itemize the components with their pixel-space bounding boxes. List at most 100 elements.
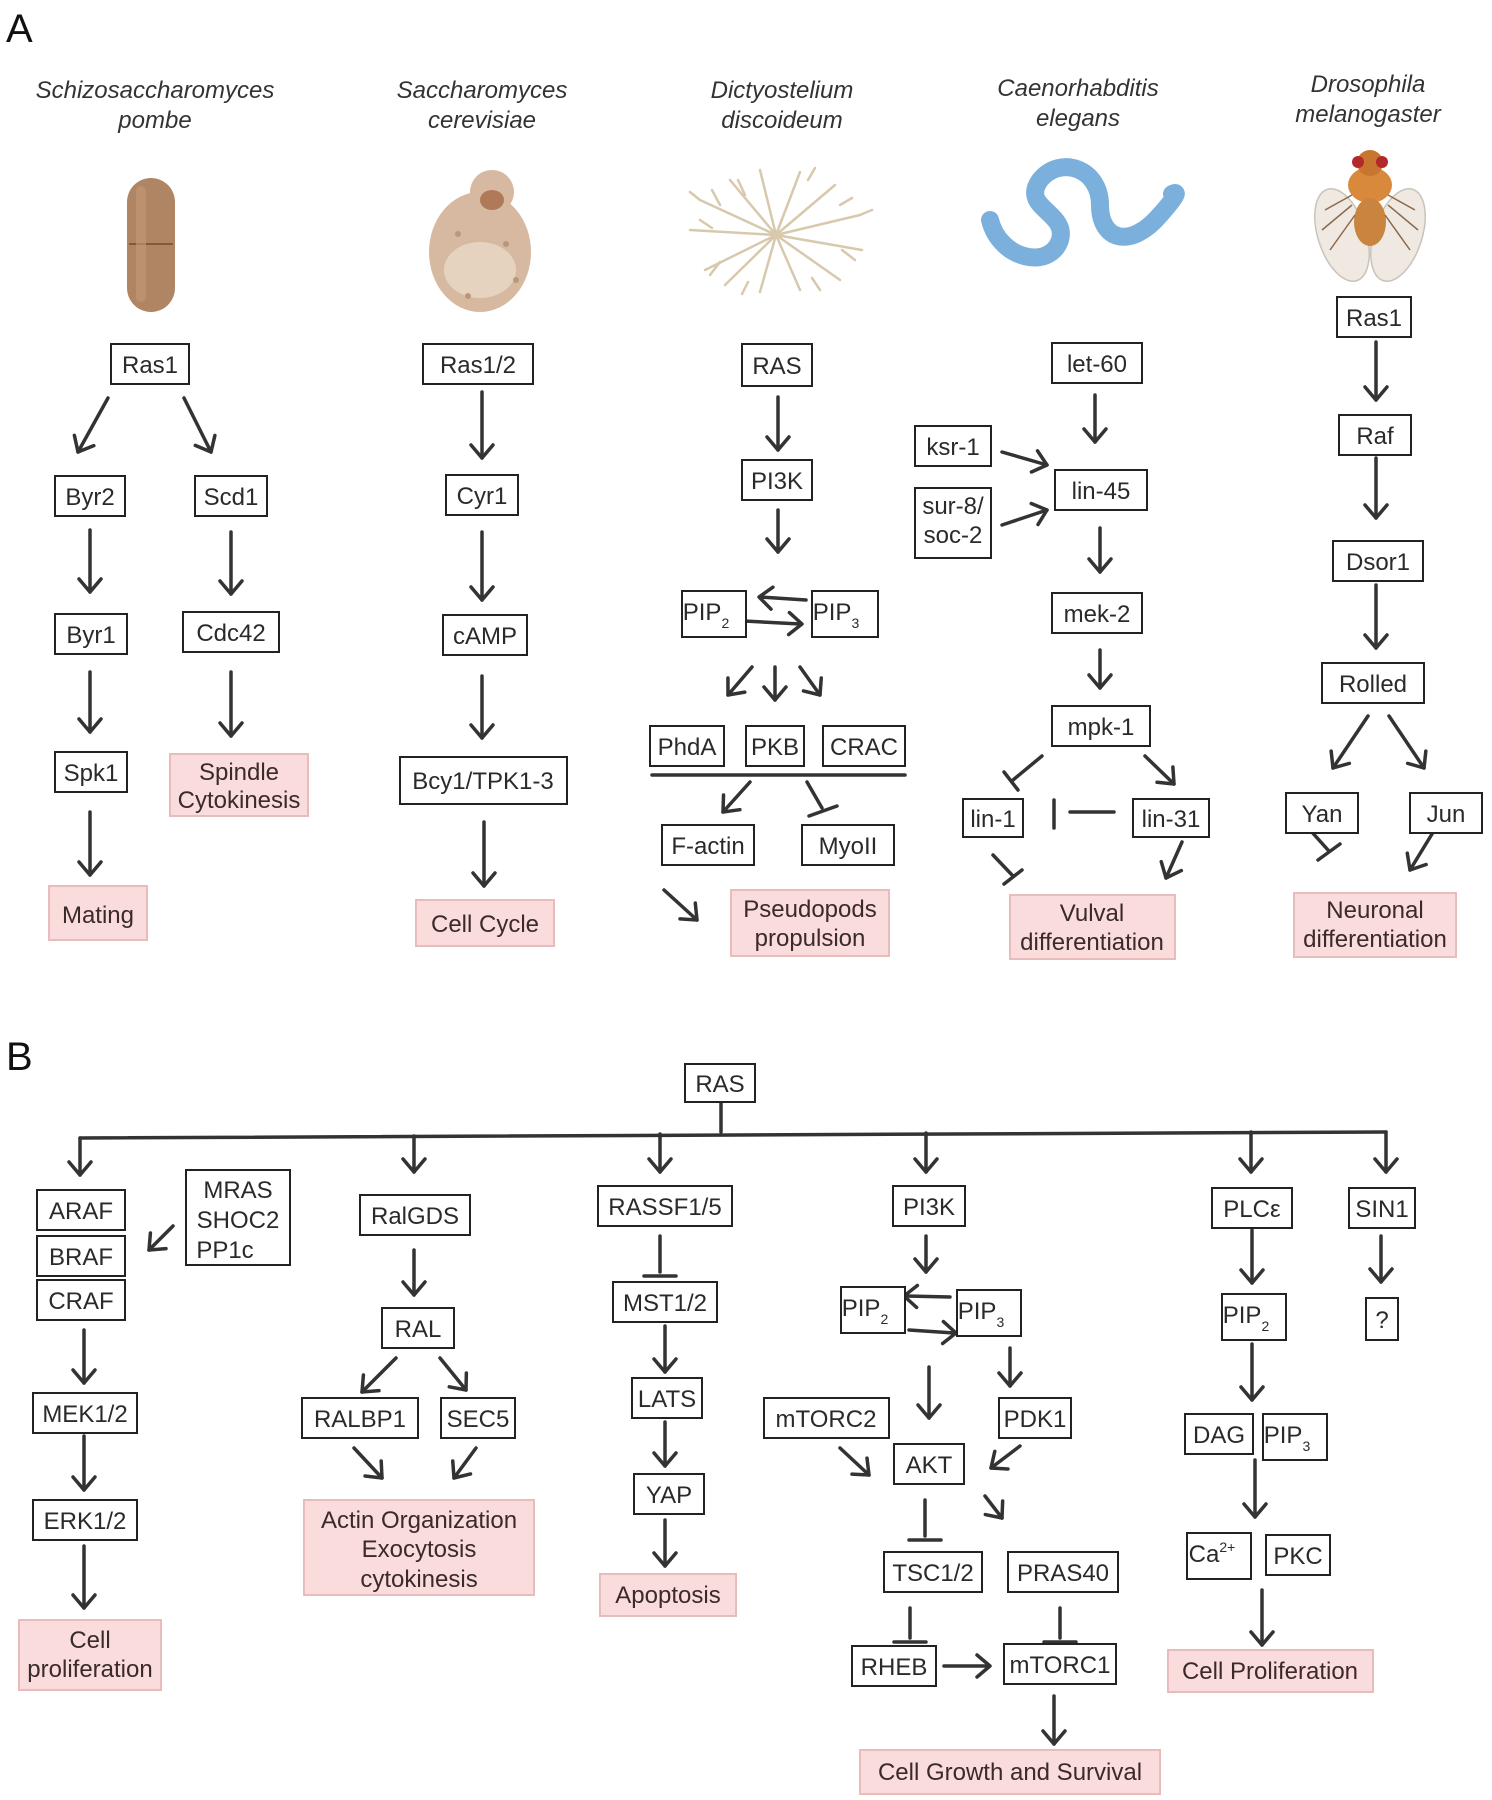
node-s1-ras1: Ras1 — [122, 352, 178, 379]
budding-yeast-icon — [429, 170, 531, 312]
node-b-pkc: PKC — [1273, 1543, 1322, 1570]
panel-label-a: A — [6, 7, 33, 51]
outcome-spindle: Spindle — [199, 759, 279, 786]
node-c-sur8-line2: soc-2 — [924, 522, 983, 549]
outcome-exocytosis: Exocytosis — [362, 1536, 477, 1563]
node-s2-camp: cAMP — [453, 623, 517, 650]
node-b-pip3-plc: PIP3 — [1264, 1422, 1311, 1454]
outcome-proliferation: proliferation — [27, 1656, 152, 1683]
node-f-raf: Raf — [1356, 423, 1394, 450]
connector-lines-b — [67, 1086, 1399, 1746]
node-b-ca: Ca2+ — [1189, 1539, 1236, 1568]
connector-lines-a — [66, 340, 1435, 930]
outcome-pseudopods: Pseudopods — [743, 896, 876, 923]
species-4-line2: elegans — [1036, 105, 1120, 132]
node-b-mtorc2: mTORC2 — [776, 1406, 877, 1433]
dictyostelium-icon — [688, 166, 874, 296]
node-b-plce: PLCε — [1223, 1196, 1281, 1223]
node-b-pdk1: PDK1 — [1004, 1406, 1067, 1433]
node-d-ras: RAS — [752, 353, 801, 380]
node-d-factin: F-actin — [671, 833, 744, 860]
species-3-line1: Dictyostelium — [711, 77, 854, 104]
node-d-pip3: PIP3 — [813, 599, 860, 631]
species-1-line1: Schizosaccharomyces — [36, 77, 275, 104]
node-b-ras: RAS — [695, 1071, 744, 1098]
outcome-vulval-diff: differentiation — [1020, 929, 1164, 956]
node-s1-spk1: Spk1 — [64, 760, 119, 787]
node-d-phda: PhdA — [658, 734, 717, 761]
outcome-propulsion: propulsion — [755, 925, 866, 952]
species-1-line2: pombe — [117, 107, 191, 134]
node-b-akt: AKT — [906, 1452, 953, 1479]
outcome-cell-proliferation: Cell Proliferation — [1182, 1658, 1358, 1685]
node-s1-cdc42: Cdc42 — [196, 620, 265, 647]
node-s2-ras12: Ras1/2 — [440, 352, 516, 379]
node-s2-cyr1: Cyr1 — [457, 483, 508, 510]
node-b-mtorc1: mTORC1 — [1010, 1652, 1111, 1679]
worm-icon — [981, 158, 1185, 267]
node-b-pip3: PIP3 — [958, 1298, 1005, 1330]
species-3-line2: discoideum — [721, 107, 842, 134]
node-b-ralbp1: RALBP1 — [314, 1406, 406, 1433]
outcome-vulval: Vulval — [1060, 900, 1124, 927]
node-c-let60: let-60 — [1067, 351, 1127, 378]
node-s1-byr2: Byr2 — [65, 484, 114, 511]
node-c-lin31: lin-31 — [1142, 806, 1201, 833]
node-f-yan: Yan — [1302, 801, 1343, 828]
node-c-lin45: lin-45 — [1072, 478, 1131, 505]
node-c-mpk1: mpk-1 — [1068, 714, 1135, 741]
node-b-unknown: ? — [1375, 1307, 1388, 1334]
node-b-araf: ARAF — [49, 1198, 113, 1225]
node-b-tsc: TSC1/2 — [892, 1560, 973, 1587]
species-2-line1: Saccharomyces — [397, 77, 568, 104]
node-b-ralgds: RalGDS — [371, 1203, 459, 1230]
fission-yeast-icon — [127, 178, 175, 312]
node-f-ras1: Ras1 — [1346, 305, 1402, 332]
outcome-actin: Actin Organization — [321, 1507, 517, 1534]
node-f-dsor1: Dsor1 — [1346, 549, 1410, 576]
node-b-yap: YAP — [646, 1482, 692, 1509]
node-b-pras40: PRAS40 — [1017, 1560, 1109, 1587]
node-d-pip2: PIP2 — [683, 599, 730, 631]
fly-icon — [1314, 150, 1426, 282]
node-boxes — [32, 296, 1483, 1687]
node-b-rassf: RASSF1/5 — [608, 1194, 721, 1221]
outcome-cell-cycle: Cell Cycle — [431, 911, 539, 938]
node-b-pip2-plc: PIP2 — [1223, 1302, 1270, 1334]
node-b-pp1c: PP1c — [196, 1237, 253, 1264]
outcome-growth-survival: Cell Growth and Survival — [878, 1759, 1142, 1786]
node-b-erk: ERK1/2 — [44, 1508, 127, 1535]
outcome-apoptosis: Apoptosis — [615, 1582, 720, 1609]
node-s1-scd1: Scd1 — [204, 484, 259, 511]
outcome-cytokinesis-b: cytokinesis — [360, 1566, 477, 1593]
node-s2-bcy1: Bcy1/TPK1-3 — [412, 768, 553, 795]
node-b-pi3k: PI3K — [903, 1194, 955, 1221]
node-b-braf: BRAF — [49, 1244, 113, 1271]
species-2-line2: cerevisiae — [428, 107, 536, 134]
node-s1-byr1: Byr1 — [66, 622, 115, 649]
node-d-pkb: PKB — [751, 734, 799, 761]
node-b-dag: DAG — [1193, 1422, 1245, 1449]
node-b-lats: LATS — [638, 1386, 696, 1413]
node-b-sin1: SIN1 — [1355, 1196, 1408, 1223]
node-b-rheb: RHEB — [861, 1654, 928, 1681]
node-b-sec5: SEC5 — [447, 1406, 510, 1433]
node-c-mek2: mek-2 — [1064, 601, 1131, 628]
outcome-boxes — [18, 753, 1457, 1795]
node-c-lin1: lin-1 — [970, 806, 1015, 833]
node-b-ral: RAL — [395, 1316, 442, 1343]
outcome-neuronal-diff: differentiation — [1303, 926, 1447, 953]
node-f-rolled: Rolled — [1339, 671, 1407, 698]
node-b-mek: MEK1/2 — [42, 1401, 127, 1428]
node-b-shoc2: SHOC2 — [197, 1207, 280, 1234]
node-b-mras: MRAS — [203, 1177, 272, 1204]
species-4-line1: Caenorhabditis — [997, 75, 1158, 102]
node-d-pi3k: PI3K — [751, 468, 803, 495]
outcome-neuronal: Neuronal — [1326, 897, 1423, 924]
species-5-line1: Drosophila — [1311, 71, 1426, 98]
node-b-mst: MST1/2 — [623, 1290, 707, 1317]
node-c-ksr1: ksr-1 — [926, 434, 979, 461]
node-f-jun: Jun — [1427, 801, 1466, 828]
outcome-mating: Mating — [62, 902, 134, 929]
